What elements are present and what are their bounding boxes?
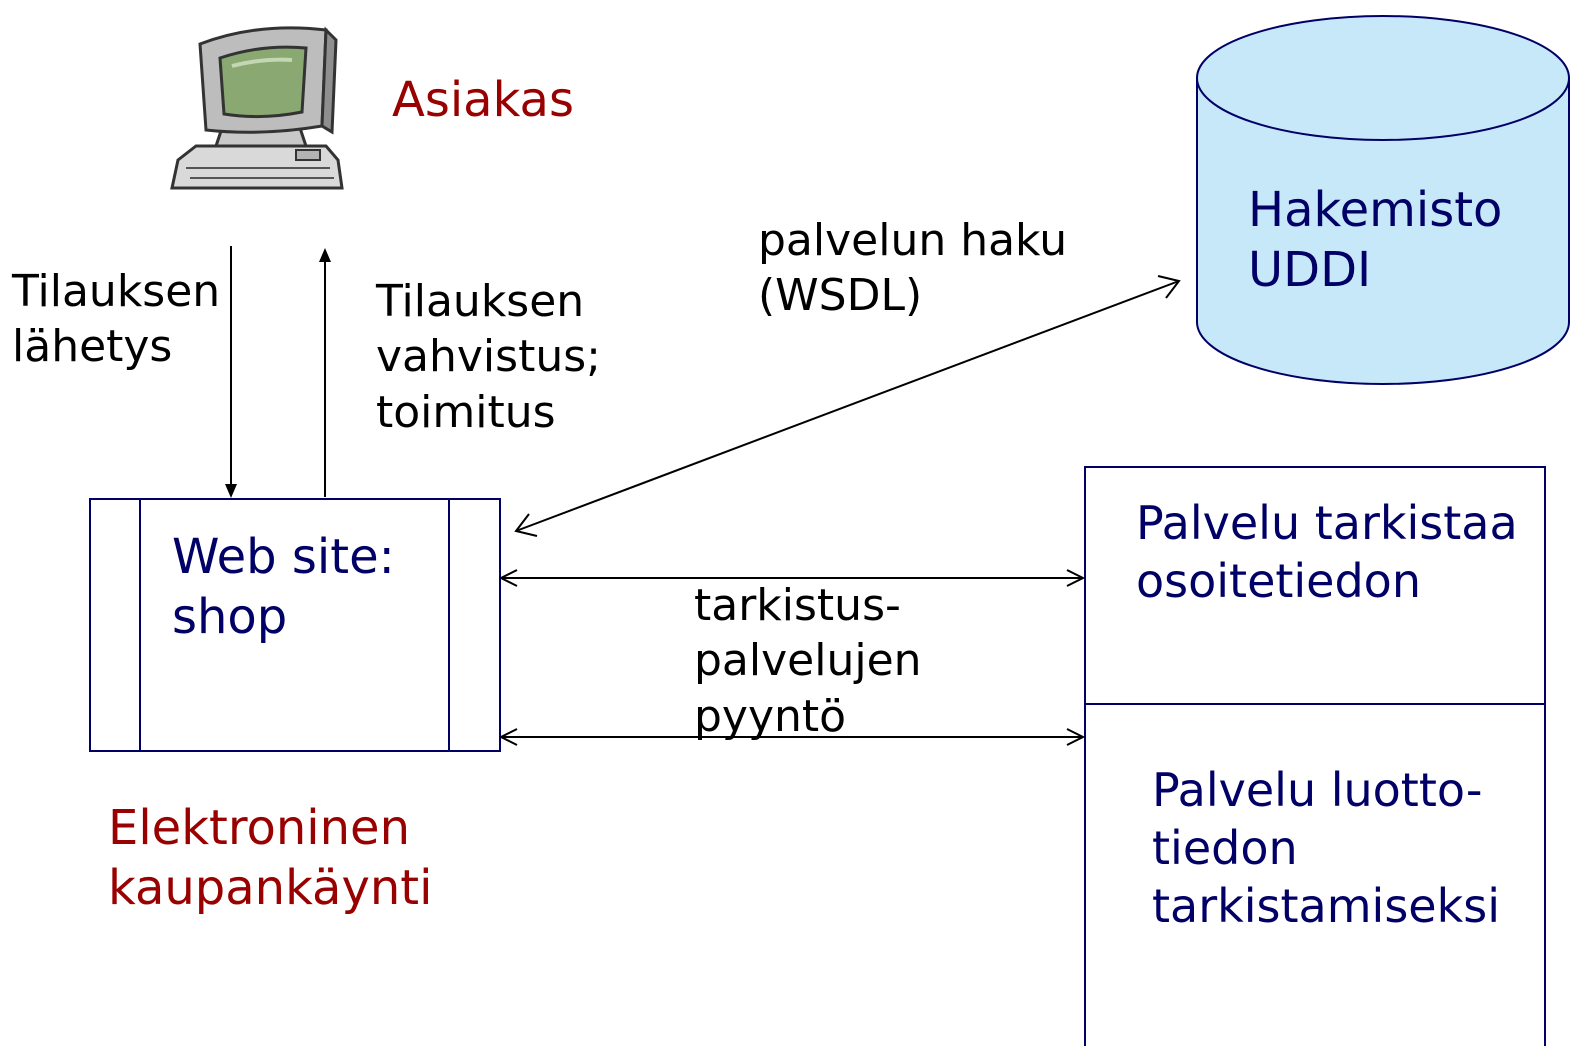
order-send-label: Tilauksen lähetys	[12, 264, 220, 375]
order-confirm-label: Tilauksen vahvistus; toimitus	[376, 274, 601, 440]
service-address-label-line1: Palvelu tarkistaa	[1136, 496, 1518, 550]
order-confirm-label-line2: vahvistus;	[376, 331, 601, 383]
service-address-label: Palvelu tarkistaa osoitetiedon	[1136, 495, 1518, 611]
service-credit-label-line2: tiedon	[1152, 820, 1298, 875]
ecommerce-title-line1: Elektroninen	[108, 800, 410, 856]
website-label-line1: Web site:	[172, 529, 395, 585]
lookup-label-line1: palvelun haku	[758, 215, 1068, 266]
directory-label: Hakemisto UDDI	[1248, 180, 1502, 301]
request-label-line2: palvelujen	[694, 635, 922, 687]
order-confirm-arrow	[319, 248, 331, 497]
lookup-label: palvelun haku (WSDL)	[758, 213, 1067, 324]
request-arrow-top	[498, 569, 1086, 587]
website-box	[89, 498, 501, 752]
service-address-label-line2: osoitetiedon	[1136, 553, 1421, 608]
client-label: Asiakas	[392, 72, 574, 128]
service-credit-label: Palvelu luotto- tiedon tarkistamiseksi	[1152, 762, 1500, 936]
request-label-line1: tarkistus-	[694, 580, 901, 631]
services-box	[1084, 466, 1546, 1046]
ecommerce-title-line2: kaupankäynti	[108, 860, 433, 917]
lookup-arrow	[514, 275, 1181, 537]
service-credit-label-line1: Palvelu luotto-	[1152, 763, 1483, 817]
order-confirm-label-line1: Tilauksen	[376, 276, 585, 327]
order-send-arrow	[225, 246, 237, 498]
computer-icon	[170, 26, 344, 190]
directory-cylinder	[1196, 15, 1570, 385]
service-credit-label-line3: tarkistamiseksi	[1152, 878, 1500, 933]
directory-label-line1: Hakemisto	[1248, 182, 1503, 238]
request-arrow-bottom	[498, 728, 1086, 746]
website-label-line2: shop	[172, 589, 288, 646]
ecommerce-title: Elektroninen kaupankäynti	[108, 798, 432, 919]
order-confirm-label-line3: toimitus	[376, 386, 556, 438]
request-label-line3: pyyntö	[694, 690, 847, 742]
lookup-label-line2: (WSDL)	[758, 270, 923, 322]
request-label: tarkistus- palvelujen pyyntö	[694, 578, 922, 744]
website-label: Web site: shop	[172, 527, 395, 648]
directory-label-line2: UDDI	[1248, 242, 1372, 299]
order-send-label-line2: lähetys	[12, 321, 173, 373]
order-send-label-line1: Tilauksen	[12, 266, 221, 317]
